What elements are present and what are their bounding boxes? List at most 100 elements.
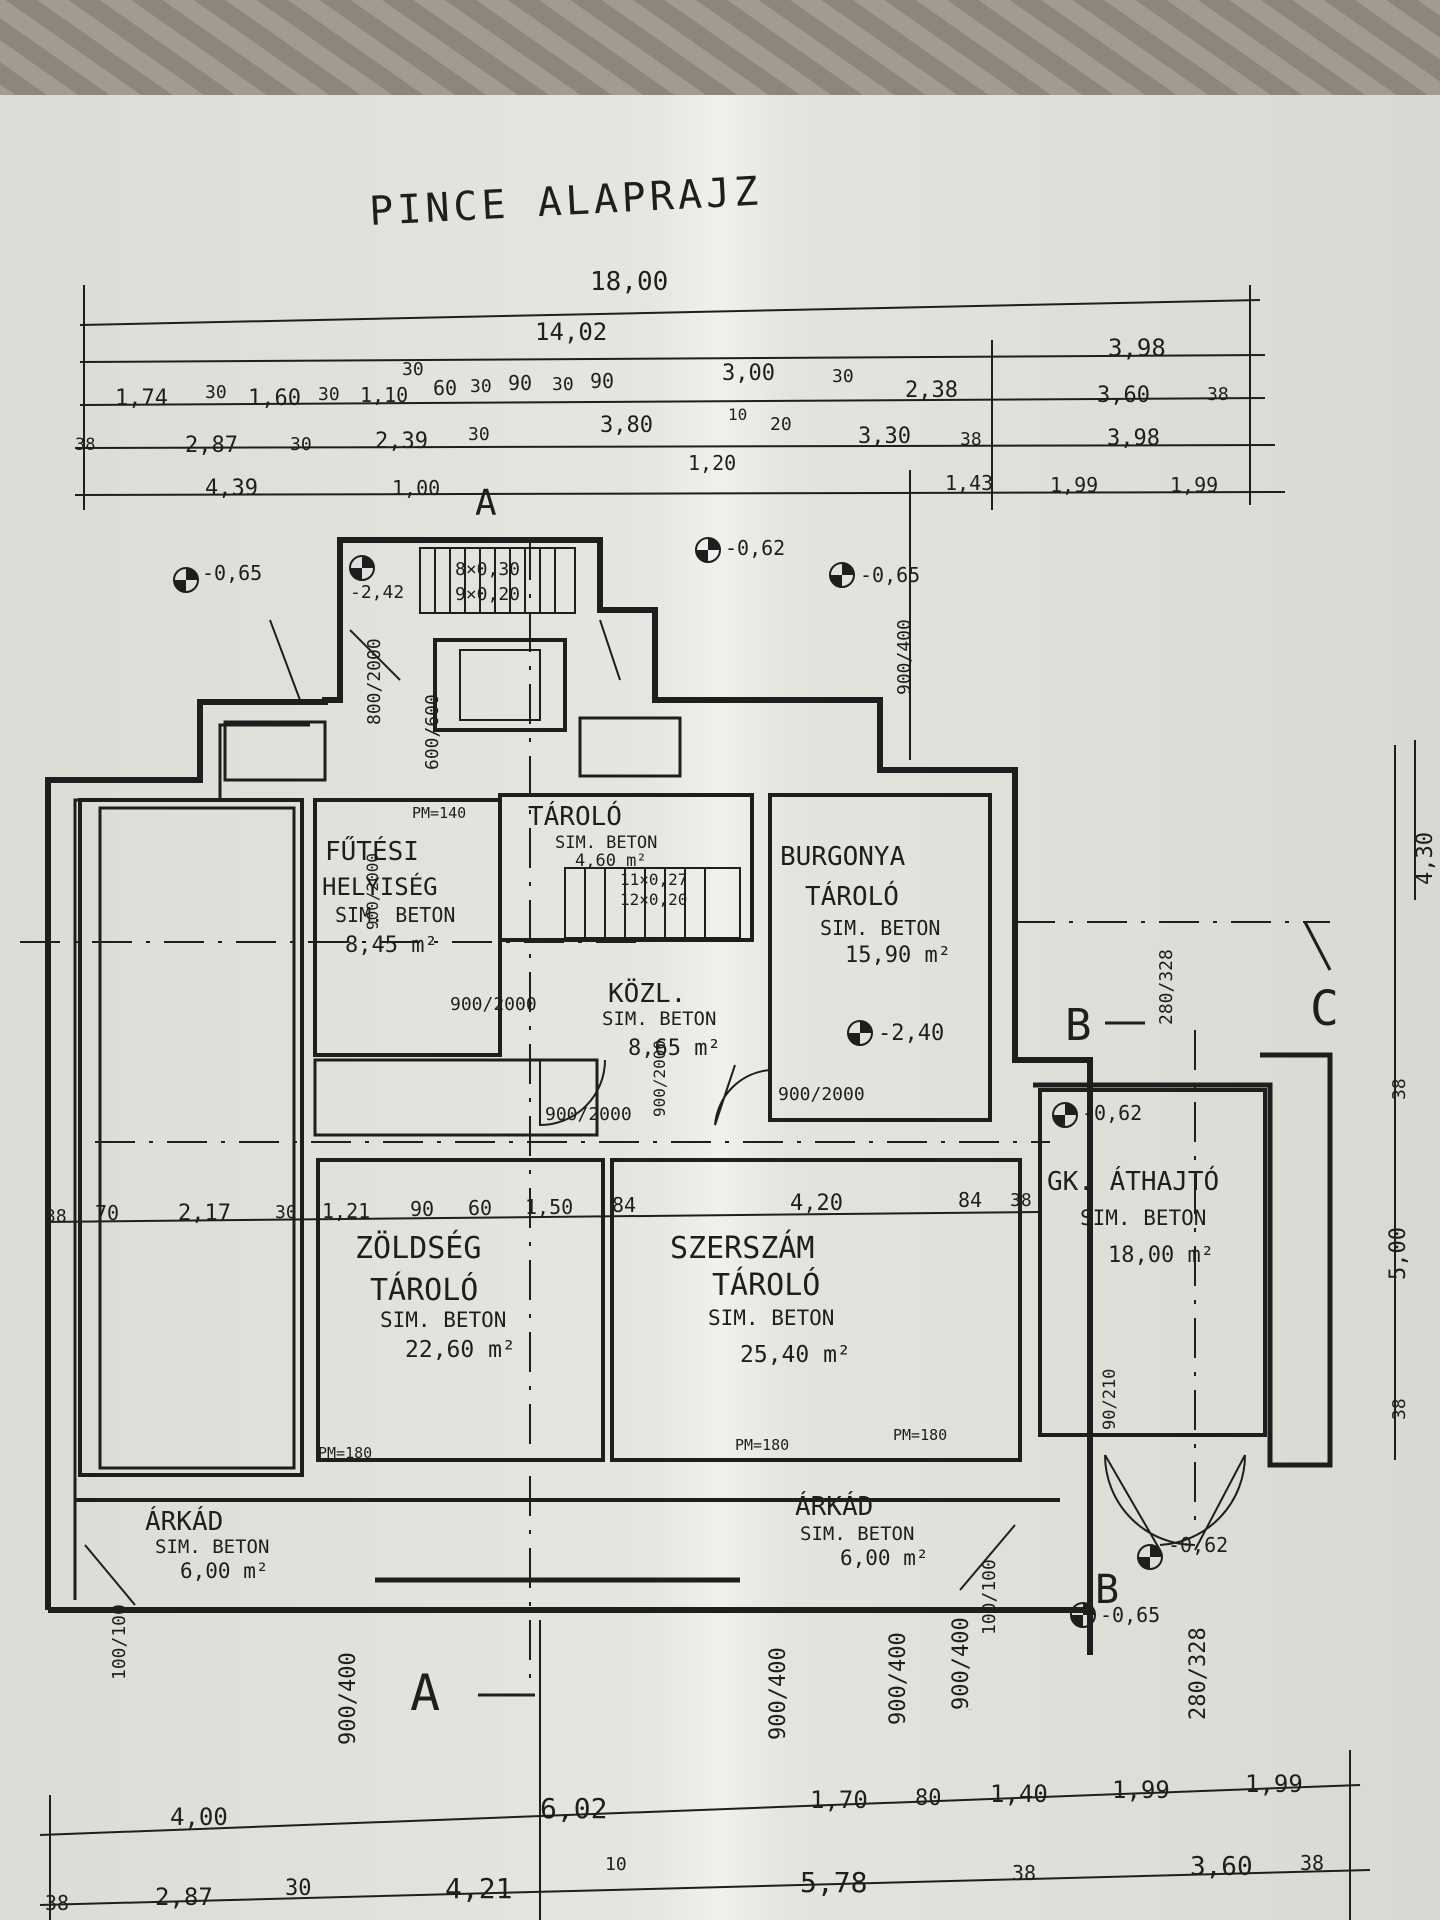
dim-row2: 3,98 xyxy=(1108,334,1166,362)
stair-label: 8×0,30 xyxy=(455,559,520,580)
svg-text:38: 38 xyxy=(45,1206,67,1227)
dim-row4: 38 xyxy=(960,429,982,450)
svg-text:38: 38 xyxy=(1010,1190,1032,1211)
svg-text:30: 30 xyxy=(285,1876,312,1901)
svg-text:3,60: 3,60 xyxy=(1190,1852,1253,1882)
svg-text:5,78: 5,78 xyxy=(800,1866,867,1899)
svg-text:4,00: 4,00 xyxy=(170,1803,228,1831)
room-name: TÁROLÓ xyxy=(528,800,622,832)
svg-text:4,20: 4,20 xyxy=(790,1191,843,1216)
dim-row3: 30 xyxy=(470,376,492,397)
plan-title: PINCE ALAPRAJZ xyxy=(368,168,763,235)
dim-row4: 2,39 xyxy=(375,429,428,454)
svg-text:38: 38 xyxy=(1300,1851,1324,1875)
svg-text:-0,62: -0,62 xyxy=(1168,1533,1228,1557)
dim-row4: 2,87 xyxy=(185,433,238,458)
svg-text:4,21: 4,21 xyxy=(445,1872,512,1905)
svg-text:60: 60 xyxy=(468,1196,492,1220)
svg-text:2,17: 2,17 xyxy=(178,1201,231,1226)
dim-row5: 1,43 xyxy=(945,471,993,495)
dim-row3: 30 xyxy=(552,374,574,395)
svg-text:30: 30 xyxy=(275,1202,297,1223)
room-name: TÁROLÓ xyxy=(370,1271,478,1308)
bottom-dimension-texts: 4,00 6,02 1,70 80 1,40 1,99 1,99 38 2,87… xyxy=(45,1770,1324,1915)
door-dim: 900/2000 xyxy=(545,1104,632,1125)
level-marker: -2,42 xyxy=(349,555,404,603)
room-name: ÁRKÁD xyxy=(795,1490,873,1522)
svg-text:1,70: 1,70 xyxy=(810,1786,868,1814)
misc-label: PM=180 xyxy=(893,1426,947,1444)
dim-row3: 1,10 xyxy=(360,383,408,407)
level-marker: -2,40 xyxy=(847,1020,944,1046)
svg-text:4,30: 4,30 xyxy=(1413,832,1438,885)
room-floor: SIM. BETON xyxy=(800,1523,914,1545)
bottom-dimension-lines xyxy=(39,1620,1371,1920)
door-dimensions: 900/2000 900/2000 900/2000 900/2000 900/… xyxy=(109,619,1211,1745)
dim-row5: 4,39 xyxy=(205,476,258,501)
svg-text:1,99: 1,99 xyxy=(1112,1776,1170,1804)
dim-row5: 1,99 xyxy=(1050,473,1098,497)
room-name: FŰTÉSI xyxy=(325,835,419,867)
svg-text:84: 84 xyxy=(958,1188,982,1212)
dim-row4: 3,98 xyxy=(1107,426,1160,451)
stair-label: 11×0,27 xyxy=(620,870,687,889)
room-floor: SIM. BETON xyxy=(155,1536,269,1558)
svg-text:-0,65: -0,65 xyxy=(860,563,920,587)
svg-text:1,99: 1,99 xyxy=(1245,1770,1303,1798)
svg-text:38: 38 xyxy=(45,1891,69,1915)
svg-text:6,02: 6,02 xyxy=(540,1792,607,1825)
dim-row5: 1,99 xyxy=(1170,473,1218,497)
door-dim: 900/2000 xyxy=(778,1084,865,1105)
room-name: TÁROLÓ xyxy=(805,880,899,912)
misc-label: PM=140 xyxy=(412,804,466,822)
door-dim: 100/100 xyxy=(979,1559,1000,1635)
svg-text:1,40: 1,40 xyxy=(990,1780,1048,1808)
misc-label: PM=180 xyxy=(735,1436,789,1454)
dim-row3: 38 xyxy=(1207,384,1229,405)
svg-text:1,50: 1,50 xyxy=(525,1195,573,1219)
door-dim: 900/400 xyxy=(968,1709,973,1711)
right-dimension-line: 4,30 38 5,00 38 xyxy=(1386,740,1438,1460)
svg-text:2,87: 2,87 xyxy=(155,1883,213,1911)
dim-row3: 1,74 xyxy=(115,386,168,411)
door-swings xyxy=(84,629,1247,1606)
stair-label: 12×0,20 xyxy=(620,890,687,909)
svg-text:-0,62: -0,62 xyxy=(725,536,785,560)
room-area: 22,60 m² xyxy=(405,1337,516,1363)
dim-row3: 90 xyxy=(508,371,532,395)
dim-row3: 2,38 xyxy=(905,378,958,403)
room-area: 6,00 m² xyxy=(840,1546,929,1570)
dim-row2: 14,02 xyxy=(535,318,607,346)
room-area: 8,65 m² xyxy=(628,1036,721,1061)
dim-row5: 1,00 xyxy=(392,476,440,500)
top-dimension-texts: 18,00 14,02 3,98 1,74 30 1,60 30 1,10 30… xyxy=(75,267,1229,501)
room-name: ÁRKÁD xyxy=(145,1505,223,1537)
svg-text:1,21: 1,21 xyxy=(322,1199,370,1223)
room-name: TÁROLÓ xyxy=(712,1266,820,1303)
dim-row4: 3,30 xyxy=(858,424,911,449)
dim-row3: 1,60 xyxy=(248,386,301,411)
door-dim: 280/328 xyxy=(1156,949,1177,1025)
walls xyxy=(45,537,1333,1655)
section-markers: A A B B C xyxy=(410,483,1339,1722)
room-name: GK. ÁTHAJTÓ xyxy=(1047,1165,1219,1197)
door-dim: 100/100 xyxy=(109,1604,130,1680)
svg-text:10: 10 xyxy=(605,1854,627,1875)
dim-row4: 30 xyxy=(290,434,312,455)
room-name: KÖZL. xyxy=(608,977,686,1009)
staircase xyxy=(269,547,741,939)
dim-total: 18,00 xyxy=(590,267,668,297)
level-marker: -0,65 xyxy=(829,562,920,588)
room-area: 8,45 m² xyxy=(345,933,438,958)
top-dimension-lines xyxy=(74,285,1286,760)
axis-lines xyxy=(20,540,1330,1690)
section-label: B xyxy=(1065,1000,1092,1051)
misc-label: PM=180 xyxy=(318,1444,372,1462)
dim-row4: 3,80 xyxy=(600,413,653,438)
room-floor: SIM. BETON xyxy=(602,1008,716,1030)
door-dim: 90/210 xyxy=(1100,1369,1120,1430)
door-dim: 900/400 xyxy=(336,1652,361,1745)
svg-text:80: 80 xyxy=(915,1786,942,1811)
svg-text:-0,65: -0,65 xyxy=(1100,1603,1160,1627)
